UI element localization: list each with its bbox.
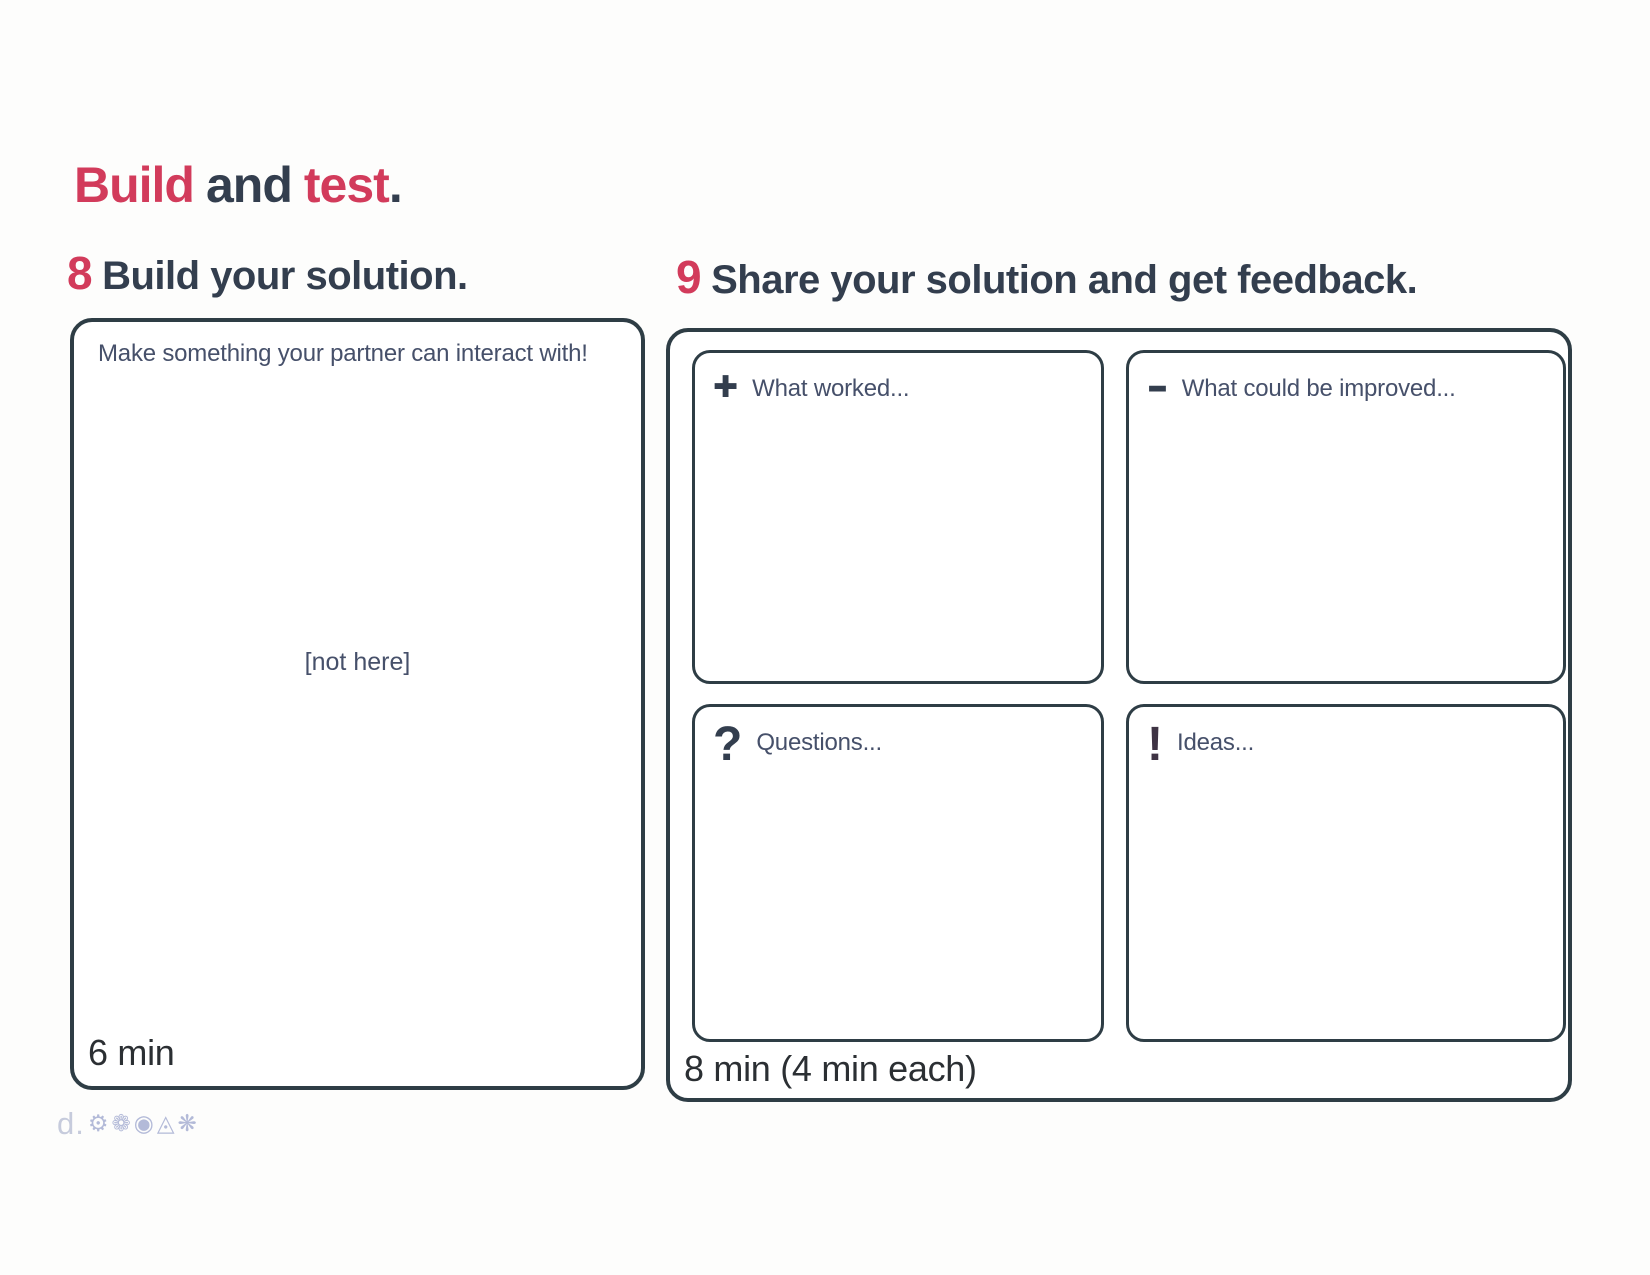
title-word-build: Build	[74, 157, 195, 213]
gear-icon: ⚙	[87, 1110, 109, 1137]
question-icon: ?	[713, 718, 743, 771]
feedback-box-improved: ▬ What could be improved...	[1126, 350, 1566, 684]
title-word-test: test	[303, 157, 390, 213]
title-word-and: and	[205, 157, 293, 213]
section9-heading: Share your solution and get feedback.	[711, 258, 1418, 302]
improved-label: What could be improved...	[1181, 375, 1456, 402]
build-box-hint: Make something your partner can interact…	[98, 340, 588, 367]
what-worked-label: What worked...	[752, 375, 910, 402]
ring-icon: ◉	[133, 1110, 154, 1137]
feedback-box-ideas: ! Ideas...	[1126, 704, 1566, 1042]
logo-d-text: d.	[57, 1106, 85, 1141]
snowflake-icon: ❋	[177, 1110, 197, 1137]
flower-icon: ❁	[111, 1110, 131, 1137]
ideas-label: Ideas...	[1176, 729, 1255, 756]
section8-heading: Build your solution.	[102, 254, 468, 298]
build-solution-box: Make something your partner can interact…	[70, 318, 645, 1090]
feedback-duration: 8 min (4 min each)	[684, 1048, 977, 1089]
title-period: .	[388, 157, 403, 213]
exclamation-icon: !	[1147, 718, 1163, 771]
section9-number: 9	[676, 251, 702, 303]
dschool-logo: d. ⚙ ❁ ◉ ◬ ❋	[57, 1106, 197, 1142]
section9-header: 9 Share your solution and get feedback.	[676, 250, 1418, 304]
feedback-box-label-row: ! Ideas...	[1129, 707, 1563, 769]
feedback-box-label-row: ▬ What could be improved...	[1129, 353, 1563, 403]
triangle-badge-icon: ◬	[156, 1110, 175, 1137]
feedback-box-label-row: ✚ What worked...	[695, 353, 1101, 403]
minus-icon: ▬	[1147, 379, 1168, 397]
feedback-box-label-row: ? Questions...	[695, 707, 1101, 769]
build-box-note: [not here]	[304, 648, 411, 676]
section8-number: 8	[67, 247, 93, 299]
section8-header: 8 Build your solution.	[67, 246, 468, 300]
feedback-box-what-worked: ✚ What worked...	[692, 350, 1104, 684]
build-box-duration: 6 min	[88, 1032, 175, 1073]
feedback-box-questions: ? Questions...	[692, 704, 1104, 1042]
plus-icon: ✚	[713, 370, 739, 405]
feedback-outer-box: ✚ What worked... ▬ What could be improve…	[666, 328, 1572, 1102]
questions-label: Questions...	[756, 729, 882, 756]
